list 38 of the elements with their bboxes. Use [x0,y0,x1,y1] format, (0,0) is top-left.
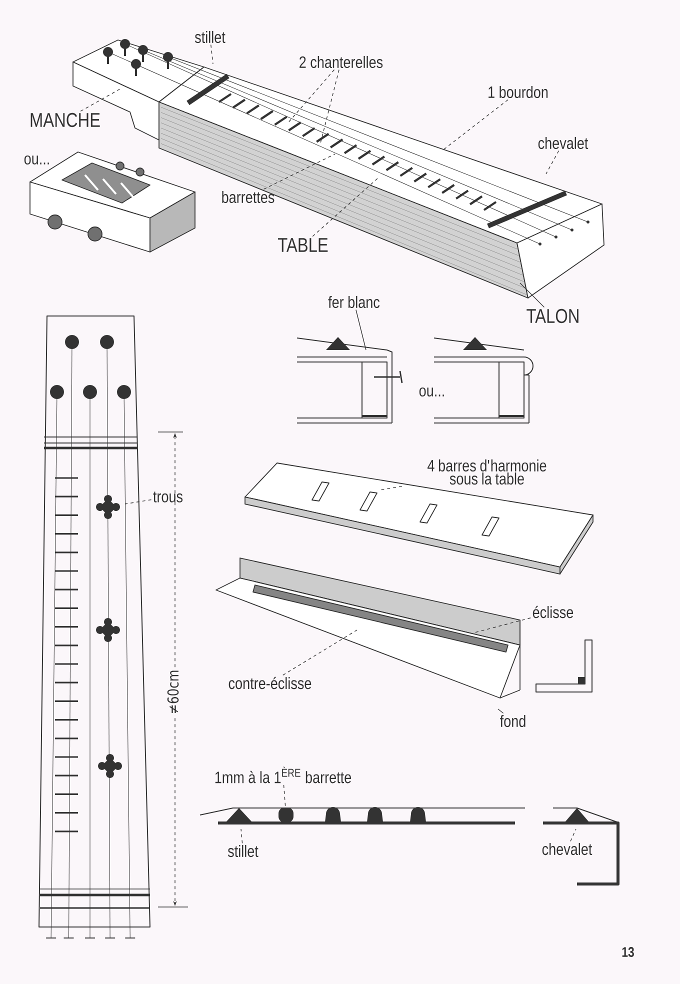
leader-line [498,708,504,714]
part-label: 4 barres d'harmonie sous la table [428,459,546,485]
leader-line [472,618,531,634]
leader-line [282,630,358,676]
leader-line [210,44,214,64]
page-number: 13 [620,946,636,958]
leader-line [263,154,336,190]
leader-line [320,69,340,146]
part-label: trous [153,492,183,502]
leader-line [356,309,366,350]
leader-line [380,486,402,490]
leader-line [283,784,286,808]
part-label: contre-éclisse [228,676,312,690]
part-label: fer blanc [328,296,380,308]
leader-line [286,69,335,124]
part-label: 2 chanterelles [300,56,383,68]
leader-line [240,828,243,844]
part-label: MANCHE [30,112,100,128]
part-label: TALON [526,308,578,324]
dimension-label: ≠60cm [166,668,180,716]
part-label: 1mm à la 1$^{ÈRE}$ barrette [215,766,352,784]
part-label: barrettes [222,190,274,204]
part-label: éclisse [532,606,574,618]
leader-line [124,499,152,504]
part-label: chevalet [538,136,588,150]
leader-line [570,828,576,842]
part-label: 1 bourdon [488,86,548,98]
part-label: fond [500,714,526,728]
fret [278,808,294,822]
part-label: chevalet [542,842,592,856]
part-label: stillet [194,30,226,44]
leader-line [312,178,378,237]
leader-line [442,99,508,150]
leader-line [80,88,120,112]
part-label: stillet [228,844,258,858]
leader-line [520,282,545,308]
part-label: TABLE [278,238,328,252]
leader-line [546,150,560,174]
